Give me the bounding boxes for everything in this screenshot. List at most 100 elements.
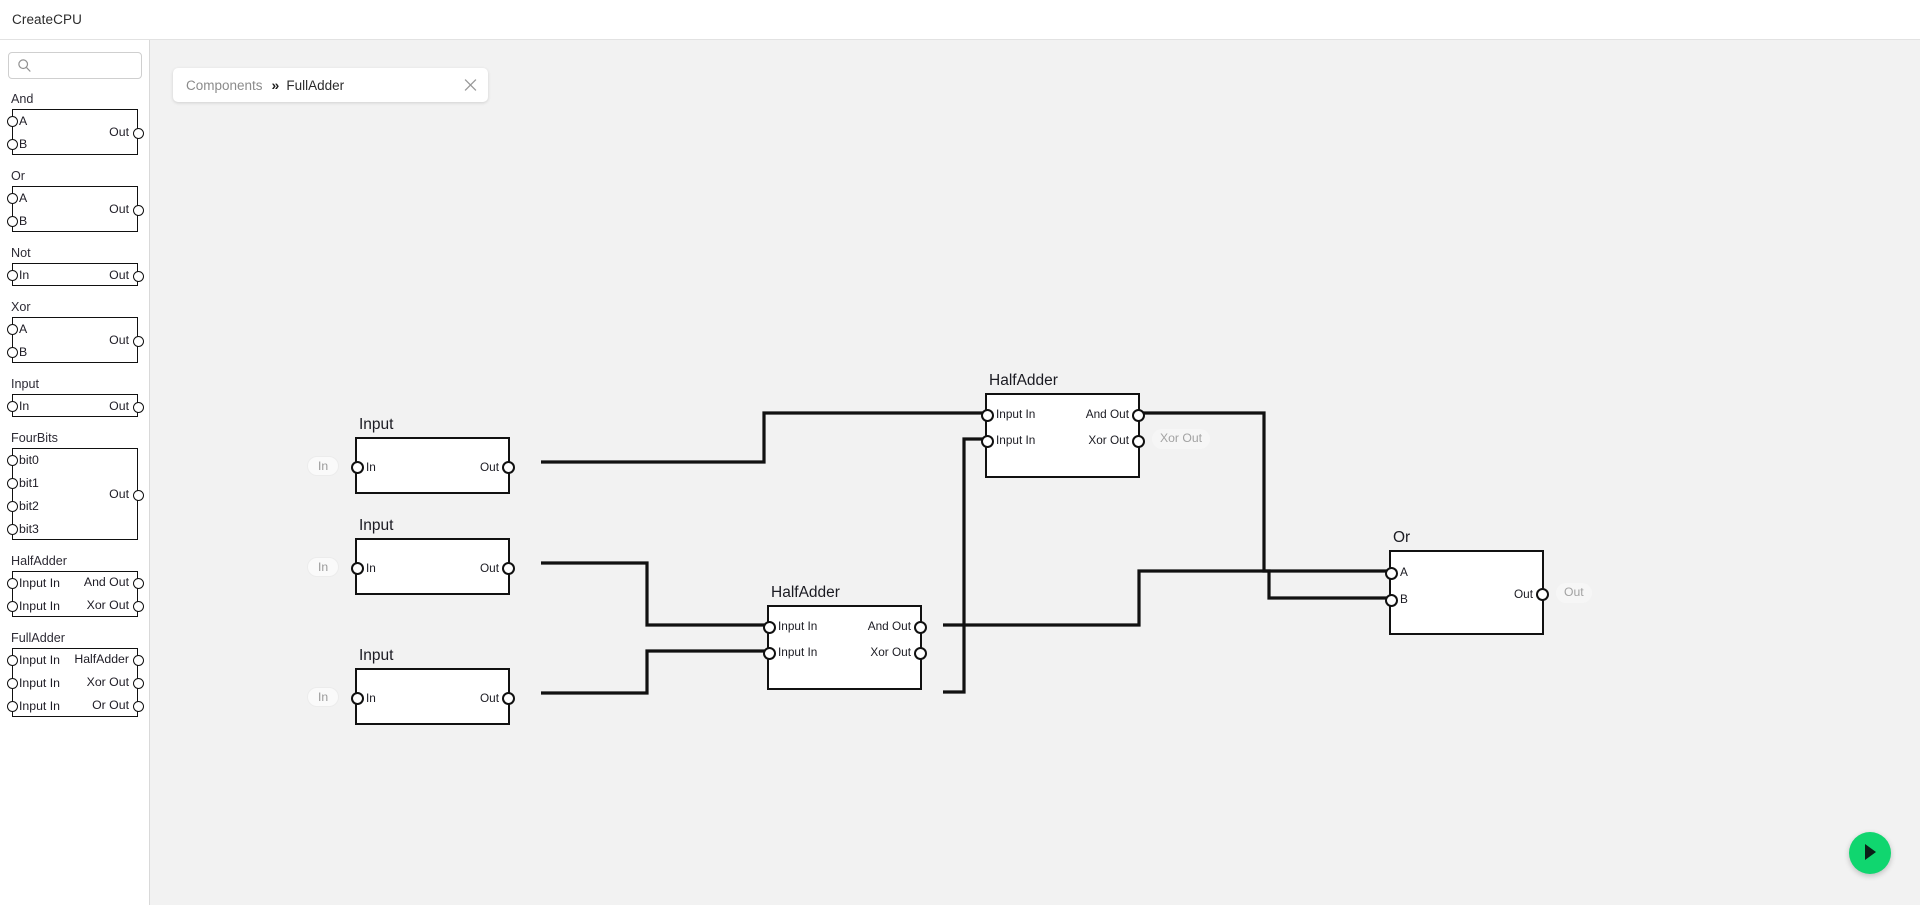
tab-fulladder[interactable]: Components » FullAdder: [173, 68, 488, 102]
palette-input-pin[interactable]: [6, 324, 18, 335]
search-input[interactable]: [37, 53, 141, 80]
palette-input-pin[interactable]: [6, 701, 18, 712]
palette-input-pin[interactable]: [6, 501, 18, 512]
node-input-pin[interactable]: [762, 646, 776, 660]
palette-input-pin[interactable]: [6, 193, 18, 204]
node-input-label: A: [1400, 565, 1408, 579]
palette-output-pin[interactable]: [132, 578, 144, 589]
palette-input-pin[interactable]: [6, 455, 18, 466]
node-title: HalfAdder: [771, 584, 840, 601]
palette-chip-row: Input In: [6, 595, 137, 618]
palette-input-pin[interactable]: [6, 216, 18, 227]
external-input-pill[interactable]: In: [307, 455, 340, 476]
node-input-pin[interactable]: [350, 562, 364, 575]
palette-input-pin[interactable]: [6, 578, 18, 589]
node-input-pin[interactable]: [980, 434, 994, 448]
node-input-pin[interactable]: [350, 461, 364, 474]
node-output-label: Out: [479, 560, 499, 575]
palette-input-pin[interactable]: [6, 347, 18, 358]
node-output-pin[interactable]: [913, 620, 927, 634]
search-box[interactable]: [8, 52, 142, 80]
node-output-label: Xor Out: [870, 645, 911, 659]
palette-input-label: In: [19, 399, 30, 413]
node-input-pin[interactable]: [350, 692, 364, 705]
palette-input-pin[interactable]: [6, 655, 18, 666]
palette-chip-row: bit3: [6, 518, 137, 541]
palette-output-label: HalfAdder: [74, 652, 129, 666]
palette-input-pin[interactable]: [6, 270, 18, 281]
palette-input-pin[interactable]: [6, 401, 18, 412]
palette-output-pin[interactable]: [132, 270, 144, 282]
node-input-pin[interactable]: [1384, 593, 1398, 607]
close-icon[interactable]: [464, 79, 477, 92]
wire-halfadder-bottom-xorout-to-halfadder-top-in2: [943, 437, 985, 694]
palette-input-pin[interactable]: [6, 139, 18, 150]
palette-input-pin[interactable]: [6, 524, 18, 535]
node-input-pin[interactable]: [762, 620, 776, 634]
node-output-pin[interactable]: [913, 646, 927, 660]
external-input-pill[interactable]: In: [307, 556, 340, 577]
wire-halfadder-bottom-andout-to-or-b: [943, 569, 1389, 627]
palette-output-pin[interactable]: [132, 128, 144, 139]
node-output-label: Out: [479, 690, 499, 705]
palette-input-label: A: [19, 191, 28, 205]
external-output-pill[interactable]: Xor Out: [1152, 429, 1210, 449]
node-input-pin[interactable]: [1384, 566, 1398, 580]
node-output-label: Out: [1513, 586, 1533, 601]
palette-output-pin[interactable]: [132, 401, 144, 413]
palette-input-label: B: [19, 137, 28, 151]
palette-input-pin[interactable]: [6, 478, 18, 489]
external-input-pill[interactable]: In: [307, 686, 340, 707]
palette-output-pin[interactable]: [132, 678, 144, 689]
palette-output-pin[interactable]: [132, 601, 144, 612]
palette-input-pin[interactable]: [6, 601, 18, 612]
node-output-pin[interactable]: [1535, 588, 1549, 601]
editor-canvas[interactable]: Components » FullAdder: [150, 40, 1920, 905]
palette-output-pin[interactable]: [132, 336, 144, 347]
node-output-pin[interactable]: [501, 562, 515, 575]
palette-output-label: Out: [109, 202, 129, 216]
palette-input-pin[interactable]: [6, 678, 18, 689]
breadcrumb-root[interactable]: Components: [186, 77, 263, 93]
palette-input-pin[interactable]: [6, 116, 18, 127]
run-simulation-button[interactable]: [1849, 832, 1891, 874]
node-output-label: Out: [479, 459, 499, 474]
node-output-pin[interactable]: [501, 692, 515, 705]
palette-output-pin[interactable]: [132, 701, 144, 712]
palette-output-pin[interactable]: [132, 655, 144, 666]
palette-output-pin[interactable]: [132, 205, 144, 216]
node-input-pin[interactable]: [980, 408, 994, 422]
node-output-pin[interactable]: [1131, 408, 1145, 422]
external-output-pill[interactable]: Out: [1556, 582, 1592, 603]
node-output-pin[interactable]: [1131, 434, 1145, 448]
palette-output-pin[interactable]: [132, 490, 144, 501]
node-output-pin[interactable]: [501, 461, 515, 474]
